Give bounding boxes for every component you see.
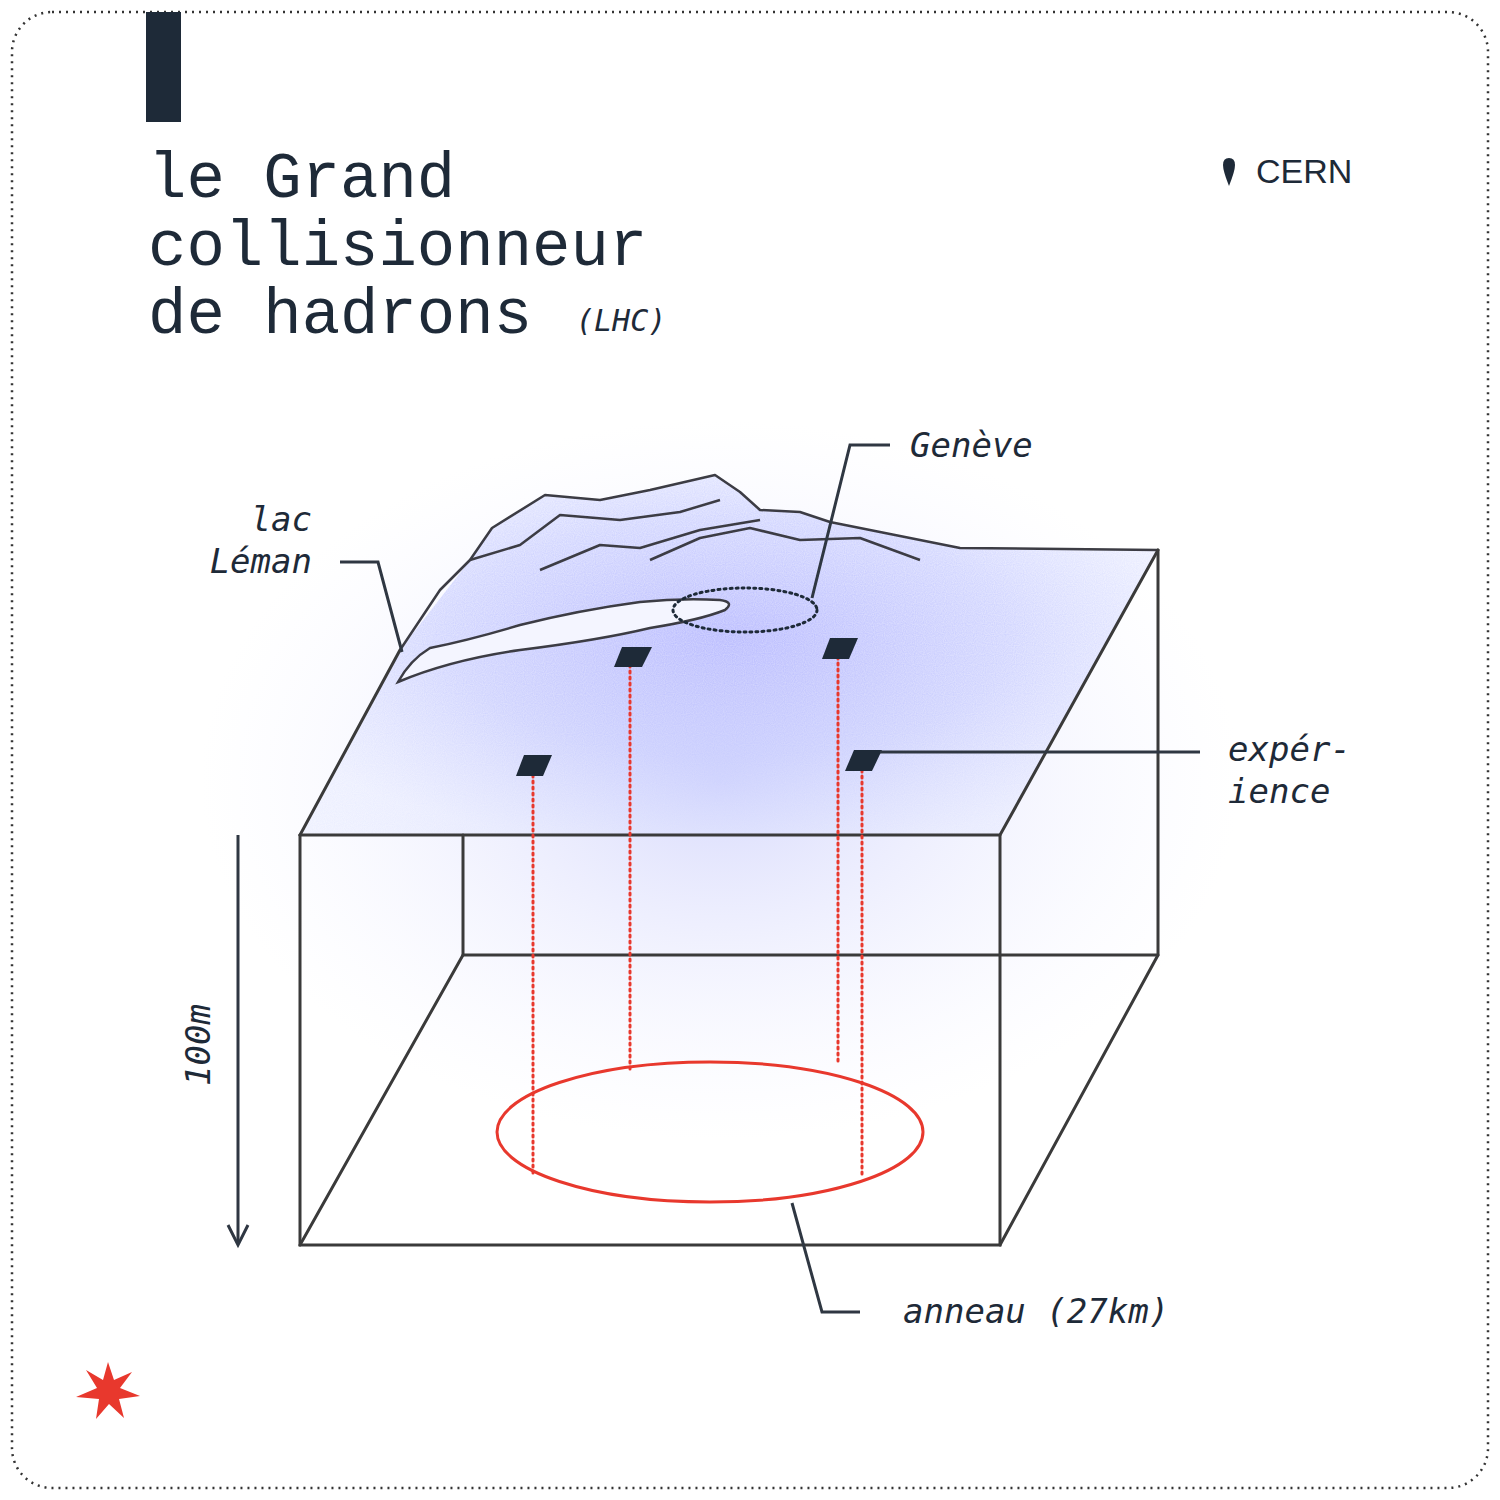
mountain-ridges [400,475,1158,650]
lake-label: lac Léman [148,498,312,582]
lake [398,599,729,682]
leader-lines [340,445,1200,1312]
ground-surface [300,475,1158,835]
ground-surface-tint [300,475,1158,835]
collider-ring [497,1062,923,1202]
geneva-area [673,588,817,632]
depth-arrow [228,835,248,1245]
haze [200,420,1240,1140]
depth-label: 100m [177,1004,219,1086]
pin-icon [1223,158,1235,186]
ring-label: anneau (27km) [903,1290,1169,1332]
page-border [12,12,1488,1488]
ground-block [300,550,1158,1245]
location-label: CERN [1256,150,1352,192]
access-shafts [533,657,862,1176]
title-abbreviation: (LHC) [576,300,666,342]
city-label: Genève [910,424,1033,466]
star-mark [76,1362,140,1419]
accent-bar [146,12,181,122]
experiment-sites [516,638,882,776]
experiment-label: expér- ience [1228,728,1378,812]
